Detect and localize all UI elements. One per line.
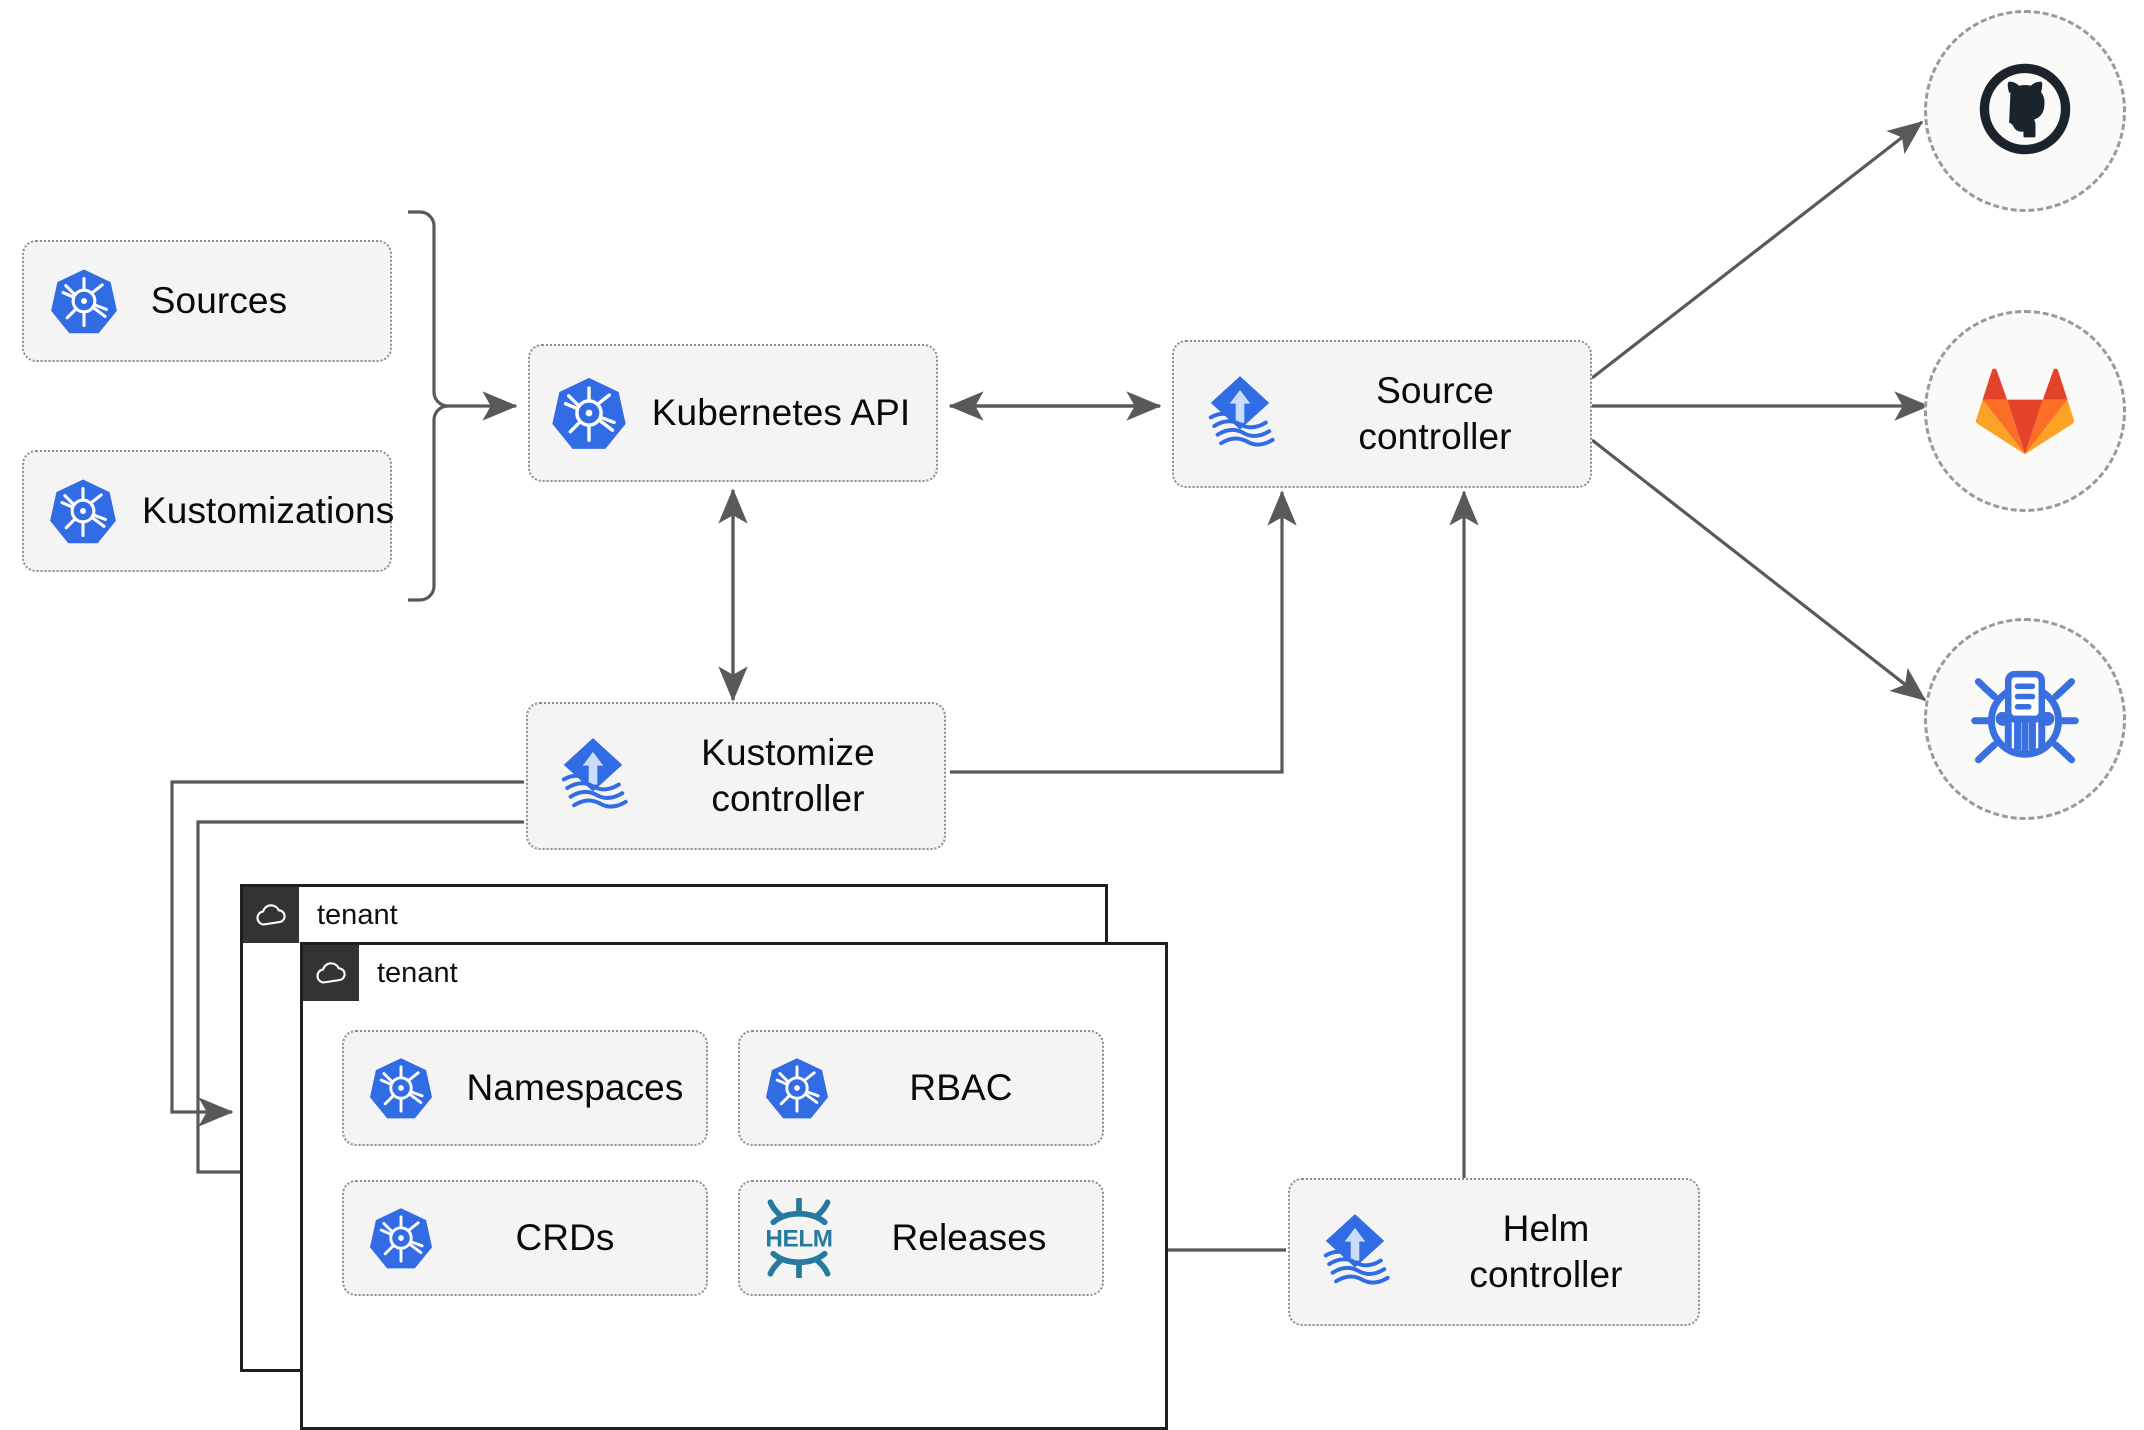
wire-kustomize-to-source [950,490,1297,774]
helm-icon: HELM [740,1198,858,1278]
node-namespaces[interactable]: Namespaces [342,1030,708,1146]
svg-text:HELM: HELM [765,1226,832,1253]
kubernetes-icon [740,1055,854,1121]
node-label: Kubernetes API [651,392,911,434]
flux-icon [528,733,658,819]
node-label: Helm controller [1469,1208,1623,1295]
wire-source-to-github [1591,120,1924,380]
node-kustomize-controller[interactable]: Kustomize controller [526,702,946,850]
github-icon [1973,57,2077,166]
group-bracket [408,210,449,602]
gitlab-icon [1973,360,2077,463]
flux-icon [1290,1209,1420,1295]
node-helm-controller[interactable]: Helm controller [1288,1178,1700,1326]
cloud-icon [243,887,299,943]
kubernetes-icon [344,1055,458,1121]
flux-icon [1174,371,1306,457]
node-releases[interactable]: HELM Releases [738,1180,1104,1296]
node-label: CRDs [515,1217,615,1259]
provider-gitlab[interactable] [1924,310,2126,512]
node-label: Kustomize controller [701,732,875,819]
node-source-controller[interactable]: Source controller [1172,340,1592,488]
node-sources[interactable]: Sources [22,240,392,362]
node-crds[interactable]: CRDs [342,1180,708,1296]
cloud-icon [303,945,359,1001]
node-kubernetes-api[interactable]: Kubernetes API [528,344,938,482]
node-label: Releases [891,1217,1047,1259]
kubernetes-icon [24,476,142,546]
node-kustomizations[interactable]: Kustomizations [22,450,394,572]
node-label: Sources [150,280,288,322]
node-label: Namespaces [466,1067,684,1109]
kubernetes-icon [24,266,144,336]
node-label: Kustomizations [142,490,395,532]
kubernetes-icon [344,1205,458,1271]
provider-github[interactable] [1924,10,2126,212]
node-rbac[interactable]: RBAC [738,1030,1104,1146]
node-label: Source controller [1358,370,1512,457]
kubernetes-icon [530,374,648,452]
tenant-tab-inner: tenant [303,945,458,1001]
tenant-tab-outer: tenant [243,887,398,943]
provider-chart-repository[interactable] [1924,618,2126,820]
tenant-label: tenant [317,898,398,931]
wire-source-to-chartrepo [1591,438,1927,702]
chart-repository-icon [1969,663,2081,776]
tenant-label: tenant [377,956,458,989]
node-label: RBAC [909,1067,1013,1109]
